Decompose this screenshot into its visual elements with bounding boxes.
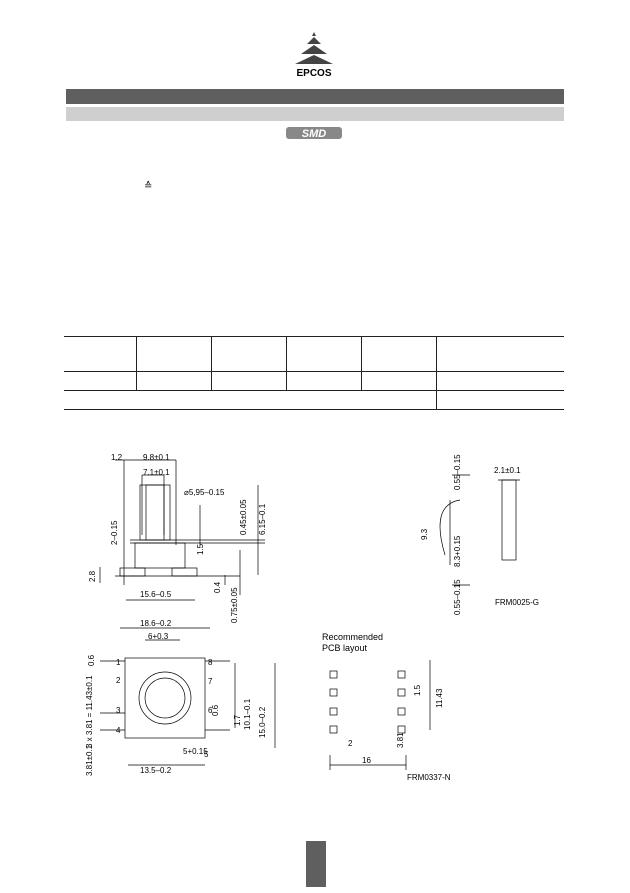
subheader-bar	[66, 107, 564, 121]
svg-text:3 x 3.81 = 11.43±0.1: 3 x 3.81 = 11.43±0.1	[85, 675, 94, 748]
page-number-tab	[306, 841, 326, 887]
svg-text:0.4: 0.4	[213, 581, 222, 593]
company-name: EPCOS	[296, 68, 331, 79]
svg-text:5: 5	[204, 750, 209, 759]
svg-text:10.1–0.1: 10.1–0.1	[243, 698, 252, 730]
svg-text:Recommended: Recommended	[322, 632, 383, 642]
svg-text:15.0–0.2: 15.0–0.2	[258, 706, 267, 738]
table-row	[64, 390, 564, 410]
smd-badge: SMD	[286, 126, 342, 140]
svg-text:0.6: 0.6	[87, 654, 96, 666]
front-view-drawing: 1.2 9.8±0.1 7.1±0.1 ⌀5,95–0.15 2–0.15 0.…	[88, 453, 267, 623]
svg-text:2.8: 2.8	[88, 570, 97, 582]
svg-text:18.6–0.2: 18.6–0.2	[140, 619, 172, 628]
svg-text:6.15–0.1: 6.15–0.1	[258, 503, 267, 535]
svg-text:6+0.3: 6+0.3	[148, 632, 169, 641]
svg-text:FRM0025-G: FRM0025-G	[495, 598, 539, 607]
svg-text:⌀5,95–0.15: ⌀5,95–0.15	[184, 488, 225, 497]
svg-text:9.3: 9.3	[420, 528, 429, 540]
svg-text:13.5–0.2: 13.5–0.2	[140, 766, 172, 775]
svg-text:5+0.15: 5+0.15	[183, 747, 208, 756]
svg-text:6: 6	[208, 706, 213, 715]
svg-text:7: 7	[208, 677, 213, 686]
svg-text:PCB layout: PCB layout	[322, 643, 368, 653]
svg-text:2.1±0.1: 2.1±0.1	[494, 466, 521, 475]
svg-text:1.5: 1.5	[413, 684, 422, 696]
svg-text:2: 2	[348, 739, 353, 748]
pcb-layout-drawing: Recommended PCB layout 1.5 11.43 3.81 2 …	[322, 632, 450, 782]
svg-text:0.55–0.15: 0.55–0.15	[453, 579, 462, 615]
svg-text:16: 16	[362, 756, 371, 765]
svg-text:1.7: 1.7	[233, 714, 242, 726]
company-logo: EPCOS	[283, 30, 345, 80]
svg-text:15.6–0.5: 15.6–0.5	[140, 590, 172, 599]
top-view-drawing: 18.6–0.2 6+0.3 0.6 3 x 3.81 = 11.43±0.1 …	[85, 619, 276, 776]
svg-text:9.8±0.1: 9.8±0.1	[143, 453, 170, 462]
svg-text:3.81±0.1: 3.81±0.1	[85, 744, 94, 776]
equivalence-symbol: ≙	[144, 181, 153, 192]
table-row	[64, 336, 564, 372]
svg-text:2–0.15: 2–0.15	[110, 520, 119, 545]
table-row	[64, 371, 564, 391]
svg-text:3.81: 3.81	[396, 732, 405, 748]
svg-text:0.55–0.15: 0.55–0.15	[453, 454, 462, 490]
svg-text:8.3+0.15: 8.3+0.15	[453, 535, 462, 567]
svg-text:SMD: SMD	[302, 128, 327, 140]
svg-text:FRM0337-N-E: FRM0337-N-E	[407, 773, 450, 782]
svg-text:4: 4	[116, 726, 121, 735]
spec-table	[64, 336, 564, 410]
svg-text:0.45±0.05: 0.45±0.05	[239, 499, 248, 535]
svg-text:11.43: 11.43	[435, 688, 444, 708]
header-bar	[66, 89, 564, 104]
svg-text:8: 8	[208, 658, 213, 667]
clip-side-drawing: 0.55–0.15 2.1±0.1 9.3 8.3+0.15 0.55–0.15…	[420, 454, 539, 615]
svg-text:1.2: 1.2	[111, 453, 123, 462]
svg-text:7.1±0.1: 7.1±0.1	[143, 468, 170, 477]
svg-text:3: 3	[116, 706, 121, 715]
svg-text:1.5: 1.5	[196, 543, 205, 555]
svg-text:1: 1	[116, 658, 121, 667]
svg-text:0.75±0.05: 0.75±0.05	[230, 587, 239, 623]
svg-text:2: 2	[116, 676, 121, 685]
svg-text:0.6: 0.6	[211, 704, 220, 716]
